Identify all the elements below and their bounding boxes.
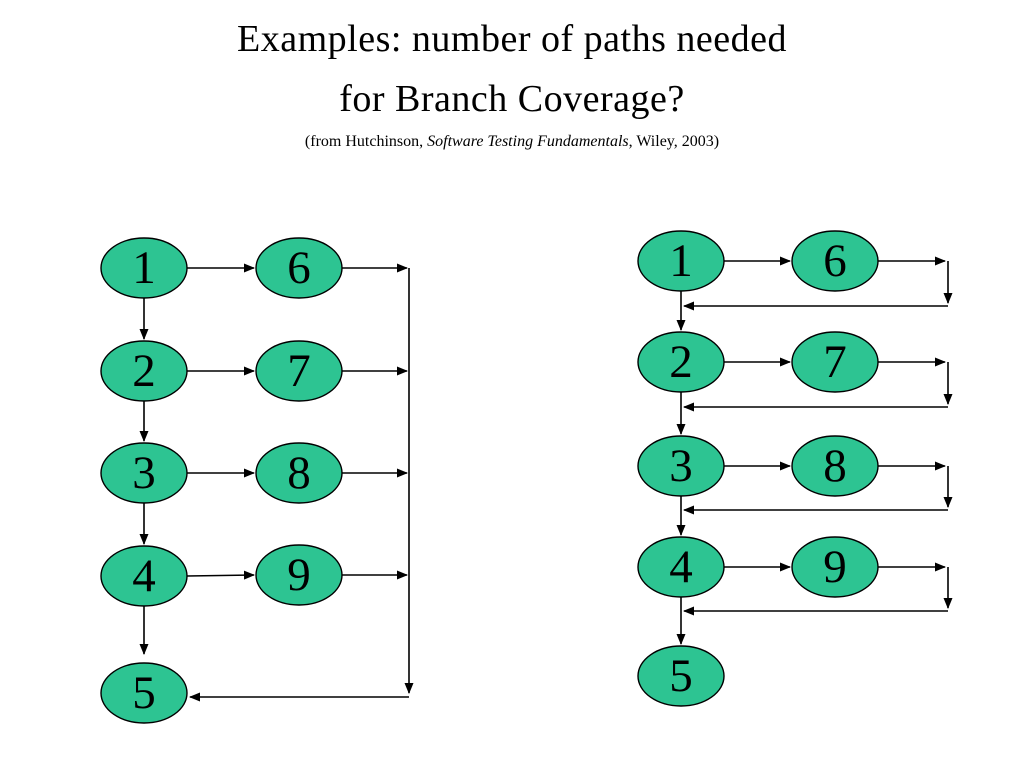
graph-node-3 — [100, 442, 188, 504]
graph-node-5 — [100, 662, 188, 724]
graph-node-label-7: 7 — [287, 345, 311, 397]
graph-node-1 — [100, 237, 188, 299]
flow-graph-left: 1 2 3 4 5 6 7 8 9 — [100, 237, 414, 724]
graph-node-8 — [791, 435, 879, 497]
graph-node-label-9: 9 — [823, 541, 847, 593]
graph-node-2 — [637, 331, 725, 393]
graph-node-6 — [255, 237, 343, 299]
title-block: Examples: number of paths needed for Bra… — [0, 9, 1024, 153]
graph-node-2 — [100, 340, 188, 402]
graph-node-label-6: 6 — [287, 242, 311, 294]
graph-node-label-8: 8 — [287, 447, 311, 499]
graph-node-5 — [637, 645, 725, 707]
graph-node-label-2: 2 — [132, 345, 156, 397]
graph-node-label-5: 5 — [132, 667, 156, 719]
graph-node-label-9: 9 — [287, 549, 311, 601]
graph-node-1 — [637, 230, 725, 292]
graph-node-label-4: 4 — [132, 550, 156, 602]
graph-node-3 — [637, 435, 725, 497]
graph-node-label-7: 7 — [823, 336, 847, 388]
graph-node-4 — [637, 536, 725, 598]
graph-node-label-3: 3 — [669, 440, 693, 492]
graph-edge-edge-4-9 — [186, 570, 255, 580]
graph-node-7 — [255, 340, 343, 402]
graph-node-label-2: 2 — [669, 336, 693, 388]
graph-node-6 — [791, 230, 879, 292]
flow-graph-right: 1 2 3 4 5 6 7 8 9 — [637, 230, 953, 707]
graph-node-label-5: 5 — [669, 650, 693, 702]
graph-node-7 — [791, 331, 879, 393]
graph-node-label-8: 8 — [823, 440, 847, 492]
slide-title-line-1: Examples: number of paths needed — [237, 18, 787, 60]
subtitle-suffix: , Wiley, 2003) — [628, 133, 720, 150]
subtitle-book-title: Software Testing Fundamentals — [427, 133, 629, 150]
graph-node-label-3: 3 — [132, 447, 156, 499]
graph-node-label-4: 4 — [669, 541, 693, 593]
graph-node-4 — [100, 545, 188, 607]
graph-node-label-1: 1 — [669, 235, 693, 287]
graph-node-label-1: 1 — [132, 242, 156, 294]
graph-node-8 — [255, 442, 343, 504]
graph-node-label-6: 6 — [823, 235, 847, 287]
slide-title-line-2: for Branch Coverage? — [339, 78, 685, 120]
graph-node-9 — [791, 536, 879, 598]
subtitle-prefix: (from Hutchinson, — [304, 133, 428, 150]
slide-subtitle: (from Hutchinson, Software Testing Funda… — [0, 131, 1024, 153]
graph-node-9 — [255, 544, 343, 606]
